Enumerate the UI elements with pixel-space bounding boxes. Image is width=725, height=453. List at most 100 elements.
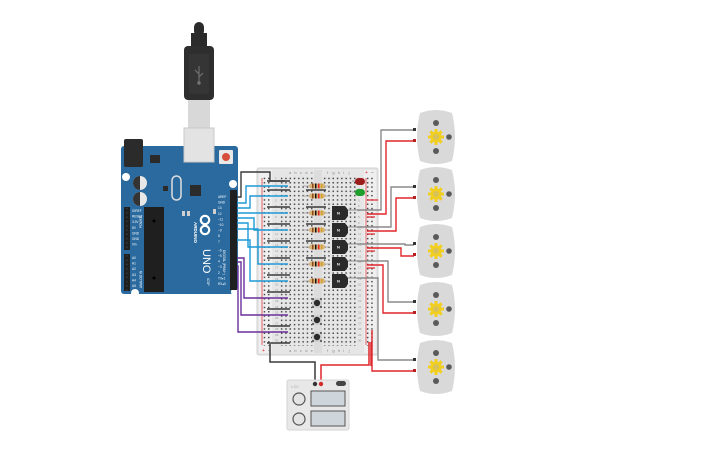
wire-motor-ground[interactable] <box>357 260 414 303</box>
motor-terminal-pos[interactable] <box>413 139 416 142</box>
row-number: 26 <box>358 316 362 320</box>
power-supply[interactable]: ± DC <box>286 379 350 431</box>
motor-terminal-pos[interactable] <box>413 311 416 314</box>
column-label: b <box>294 348 297 353</box>
transistor[interactable]: N <box>332 206 357 220</box>
transistor[interactable]: N <box>332 240 357 254</box>
pushbutton-cap[interactable] <box>313 333 321 341</box>
red-led[interactable] <box>352 178 365 185</box>
dc-motor[interactable] <box>413 110 455 164</box>
wire-signal[interactable] <box>237 222 288 248</box>
motor-terminal-neg[interactable] <box>413 128 416 131</box>
resistor-band <box>315 193 317 199</box>
psu-terminal-positive[interactable] <box>318 381 324 387</box>
pushbutton[interactable] <box>312 298 322 308</box>
digital-header <box>230 190 237 290</box>
psu-knob-voltage[interactable] <box>292 392 306 406</box>
reset-button-cap[interactable] <box>222 153 230 161</box>
wire-signal[interactable] <box>237 195 288 209</box>
row-number: 5 <box>358 198 360 202</box>
resistor-band <box>315 278 317 284</box>
psu-display-voltage <box>310 390 346 407</box>
row-number: 14 <box>275 249 279 253</box>
transistor[interactable]: N <box>332 274 357 288</box>
wire-psu-gnd[interactable] <box>269 344 316 383</box>
resistor-band <box>315 261 317 267</box>
wire-signal[interactable] <box>237 228 288 265</box>
dc-motor[interactable] <box>413 282 455 336</box>
atmega-chip <box>144 207 164 292</box>
motor-terminal-neg[interactable] <box>413 358 416 361</box>
dc-motor[interactable] <box>413 224 455 278</box>
dc-motor[interactable] <box>413 340 455 394</box>
resistor[interactable] <box>303 227 330 233</box>
wire-signal[interactable] <box>237 185 288 204</box>
motor-terminal-neg[interactable] <box>413 185 416 188</box>
resistor[interactable] <box>303 193 330 199</box>
resistor-band <box>318 183 320 189</box>
psu-switch[interactable] <box>336 381 346 386</box>
dc-motor[interactable] <box>413 167 455 221</box>
row-number: 7 <box>358 210 360 214</box>
row-number: 23 <box>358 299 362 303</box>
analog-pin-label: A4 <box>132 278 136 282</box>
pushbutton-cap[interactable] <box>313 299 321 307</box>
motor-terminal-neg[interactable] <box>413 242 416 245</box>
row-number: 17 <box>358 266 362 270</box>
usb-cable[interactable] <box>184 22 214 128</box>
row-number: 6 <box>275 204 277 208</box>
transistor[interactable]: N <box>332 257 357 271</box>
wire-signal[interactable] <box>237 217 288 231</box>
row-number: 1 <box>275 176 277 180</box>
motor-screw <box>433 177 439 183</box>
power-pin-label: GND <box>132 237 140 241</box>
row-number: 6 <box>358 204 360 208</box>
wire-button[interactable] <box>237 261 288 316</box>
resistor-band <box>312 244 314 250</box>
row-number: 13 <box>275 243 279 247</box>
motor-terminal-pos[interactable] <box>413 369 416 372</box>
power-pin-label: Vin <box>132 243 137 247</box>
column-label: d <box>305 348 307 353</box>
breadboard-jumpers <box>267 180 326 344</box>
row-number: 20 <box>358 282 362 286</box>
resistor-band <box>318 193 320 199</box>
green-led[interactable] <box>352 189 365 196</box>
resistor[interactable] <box>303 278 330 284</box>
resistor[interactable] <box>303 210 330 216</box>
digital-pin-label: 2 <box>218 271 220 275</box>
wire-signal[interactable] <box>237 239 288 282</box>
wire-button[interactable] <box>237 265 288 333</box>
pushbutton[interactable] <box>312 332 322 342</box>
motor-terminal-neg[interactable] <box>413 300 416 303</box>
breadboard-row-numbers: 1122334455667788991010111112121313141415… <box>275 176 362 342</box>
wire-motor-power[interactable] <box>367 197 414 232</box>
wire-motor-ground[interactable] <box>357 186 414 228</box>
pushbutton-cap[interactable] <box>313 316 321 324</box>
resistor[interactable] <box>303 183 330 189</box>
wire-psu-pos[interactable] <box>320 342 370 383</box>
row-number: 25 <box>275 310 279 314</box>
motor-terminal-pos[interactable] <box>413 253 416 256</box>
psu-terminal-negative[interactable] <box>312 381 318 387</box>
wire-motor-power[interactable] <box>367 247 414 257</box>
pushbutton[interactable] <box>312 315 322 325</box>
wire-motor-power[interactable] <box>371 330 414 372</box>
motor-terminal-pos[interactable] <box>413 196 416 199</box>
wire-motor-power[interactable] <box>367 264 414 314</box>
row-number: 17 <box>275 266 279 270</box>
resistor[interactable] <box>303 261 330 267</box>
wire-motor-power[interactable] <box>367 140 414 215</box>
wire-button[interactable] <box>237 257 288 299</box>
transistor[interactable]: N <box>332 223 357 237</box>
resistor[interactable] <box>303 244 330 250</box>
chip-dot <box>152 219 156 223</box>
psu-knob-current[interactable] <box>292 412 306 426</box>
digital-pin-label: ~3 <box>218 265 222 269</box>
wire-motor-ground[interactable] <box>357 129 414 211</box>
wire-motor-ground[interactable] <box>357 277 414 361</box>
wire-motor-ground[interactable] <box>357 243 414 246</box>
resistor-band <box>312 227 314 233</box>
